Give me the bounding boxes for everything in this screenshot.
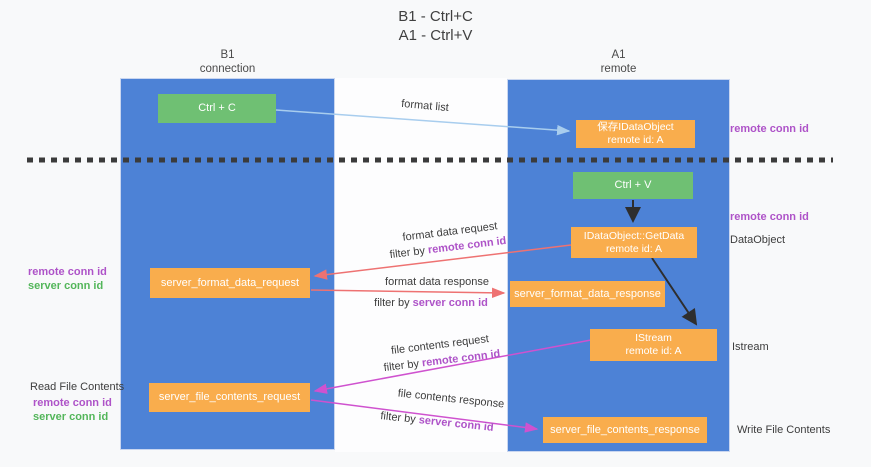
- save-idataobject-box: 保存IDataObject remote id: A: [576, 120, 695, 148]
- format-data-response-label: format data response: [385, 276, 489, 288]
- save-idataobject-line1: 保存IDataObject: [597, 121, 674, 133]
- server-format-data-request-label: server_format_data_request: [160, 276, 300, 289]
- title-line-2: A1 - Ctrl+V: [398, 27, 473, 44]
- remote-conn-id-annotation-left-top: remote conn id: [28, 266, 107, 278]
- server-format-data-response-box: server_format_data_response: [510, 281, 665, 307]
- right-column-header: A1 remote: [507, 48, 730, 76]
- write-file-contents-annotation: Write File Contents: [737, 424, 831, 436]
- istream-line1: IStream: [635, 332, 672, 344]
- server-file-contents-response-label: server_file_contents_response: [550, 423, 700, 436]
- dataobject-annotation: DataObject: [730, 234, 786, 246]
- server-file-contents-request-label: server_file_contents_request: [158, 391, 301, 403]
- filter-by-text: filter by: [374, 297, 413, 309]
- title-line-1: B1 - Ctrl+C: [398, 8, 473, 25]
- server-file-contents-request-box: server_file_contents_request: [149, 383, 310, 412]
- right-column-name: A1: [611, 49, 626, 61]
- left-column-subtitle: connection: [199, 63, 256, 75]
- right-column-subtitle: remote: [600, 63, 637, 75]
- ctrl-c-label: Ctrl + C: [198, 102, 236, 114]
- server-conn-id-annotation-left-top: server conn id: [28, 280, 104, 292]
- filter-by-server-1: filter by server conn id: [374, 297, 488, 309]
- ctrl-v-box: Ctrl + V: [573, 172, 693, 199]
- left-column-header: B1 connection: [120, 48, 335, 76]
- diagram-title: B1 - Ctrl+C A1 - Ctrl+V: [0, 7, 871, 45]
- remote-conn-id-annotation-top-right: remote conn id: [730, 123, 809, 135]
- ctrl-v-label: Ctrl + V: [614, 179, 652, 191]
- read-file-contents-annotation: Read File Contents: [30, 381, 125, 393]
- left-column-name: B1: [220, 49, 235, 61]
- istream-box: IStream remote id: A: [590, 329, 717, 361]
- ctrl-c-box: Ctrl + C: [158, 94, 276, 123]
- istream-line2: remote id: A: [625, 345, 682, 357]
- server-format-data-response-label: server_format_data_response: [514, 287, 661, 300]
- idataobject-getdata-box: IDataObject::GetData remote id: A: [571, 227, 697, 258]
- server-file-contents-response-box: server_file_contents_response: [543, 417, 707, 443]
- istream-annotation: Istream: [732, 341, 769, 353]
- remote-conn-id-annotation-mid-right: remote conn id: [730, 211, 809, 223]
- getdata-line2: remote id: A: [605, 242, 663, 255]
- remote-conn-id-annotation-left-bottom: remote conn id: [33, 397, 112, 409]
- server-conn-id-annotation-left-bottom: server conn id: [33, 411, 109, 423]
- server-conn-id-text: server conn id: [412, 297, 488, 309]
- save-idataobject-line2: remote id: A: [607, 134, 664, 146]
- server-format-data-request-box: server_format_data_request: [150, 268, 310, 298]
- getdata-line1: IDataObject::GetData: [583, 229, 685, 242]
